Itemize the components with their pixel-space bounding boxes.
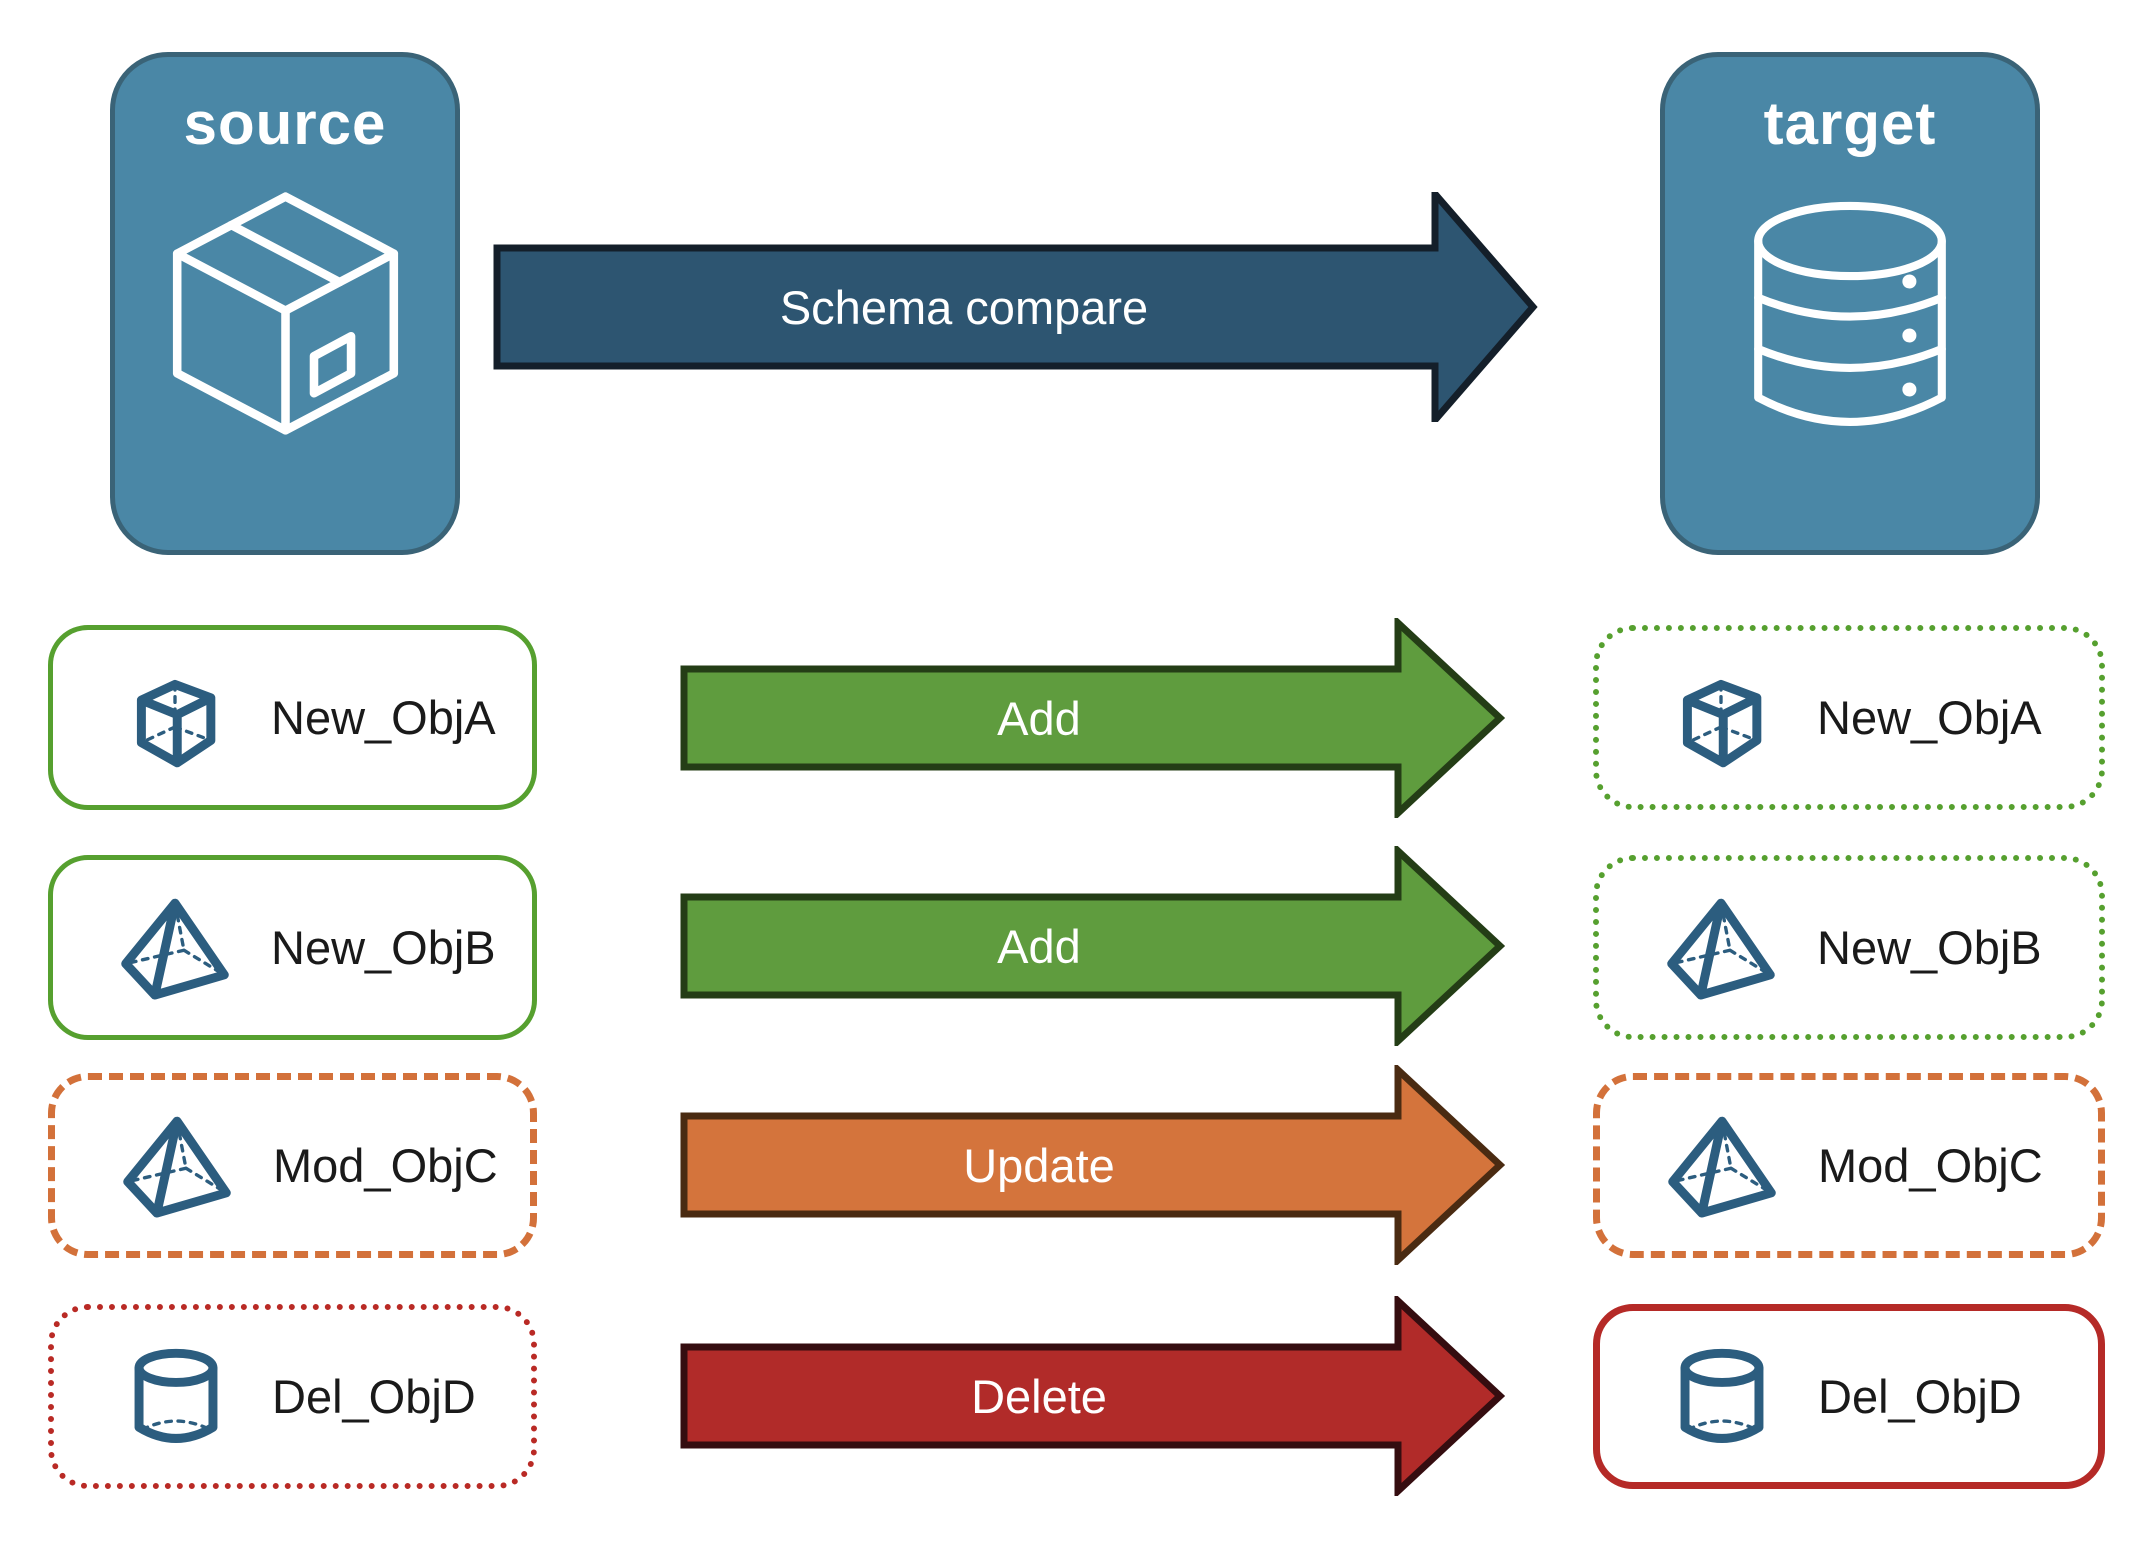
target-object-box-del-objd: Del_ObjD [1593,1304,2105,1489]
object-label: New_ObjA [271,691,496,744]
add-arrow-shape [680,846,1505,1046]
delete-arrow-shape [680,1296,1505,1496]
update-arrow-shape [680,1065,1505,1265]
add-arrow-shape [680,618,1505,818]
pyramid-icon [1665,892,1777,1004]
pyramid-icon [121,1110,233,1222]
add-arrow-row2: Add [680,846,1505,1046]
add-arrow-label: Add [997,919,1081,973]
add-arrow-label: Add [997,691,1081,745]
object-label: Del_ObjD [272,1370,476,1423]
cylinder-icon [1666,1341,1778,1453]
update-arrow-label: Update [963,1138,1115,1192]
cylinder-icon [120,1341,232,1453]
source-object-box-new-obja: New_ObjA [48,625,537,810]
package-icon [172,192,398,435]
source-object-box-mod-objc: Mod_ObjC [48,1073,537,1258]
cube-icon [1665,662,1777,774]
pyramid-icon [1666,1110,1778,1222]
add-arrow-row1: Add [680,618,1505,818]
target-object-box-new-obja: New_ObjA [1593,625,2105,810]
target-object-box-new-objb: New_ObjB [1593,855,2105,1040]
update-arrow-row3: Update [680,1065,1505,1265]
cube-icon [119,662,231,774]
object-label: Mod_ObjC [273,1139,498,1192]
delete-arrow-row4: Delete [680,1296,1505,1496]
object-label: New_ObjB [271,921,496,974]
object-label: New_ObjA [1817,691,2042,744]
source-object-box-new-objb: New_ObjB [48,855,537,1040]
database-icon [1754,201,1946,426]
schema-compare-arrow: Schema compare [493,192,1538,422]
pyramid-icon [119,892,231,1004]
object-label: Del_ObjD [1818,1370,2022,1423]
target-node: target [1660,52,2040,555]
target-node-title: target [1763,90,1937,157]
schema-compare-arrow-shape [493,192,1538,422]
object-label: Mod_ObjC [1818,1139,2043,1192]
source-node: source [110,52,460,555]
target-object-box-mod-objc: Mod_ObjC [1593,1073,2105,1258]
source-object-box-del-objd: Del_ObjD [48,1304,537,1489]
object-label: New_ObjB [1817,921,2042,974]
schema-compare-label: Schema compare [779,280,1149,334]
source-node-title: source [183,90,387,157]
delete-arrow-label: Delete [971,1369,1107,1423]
